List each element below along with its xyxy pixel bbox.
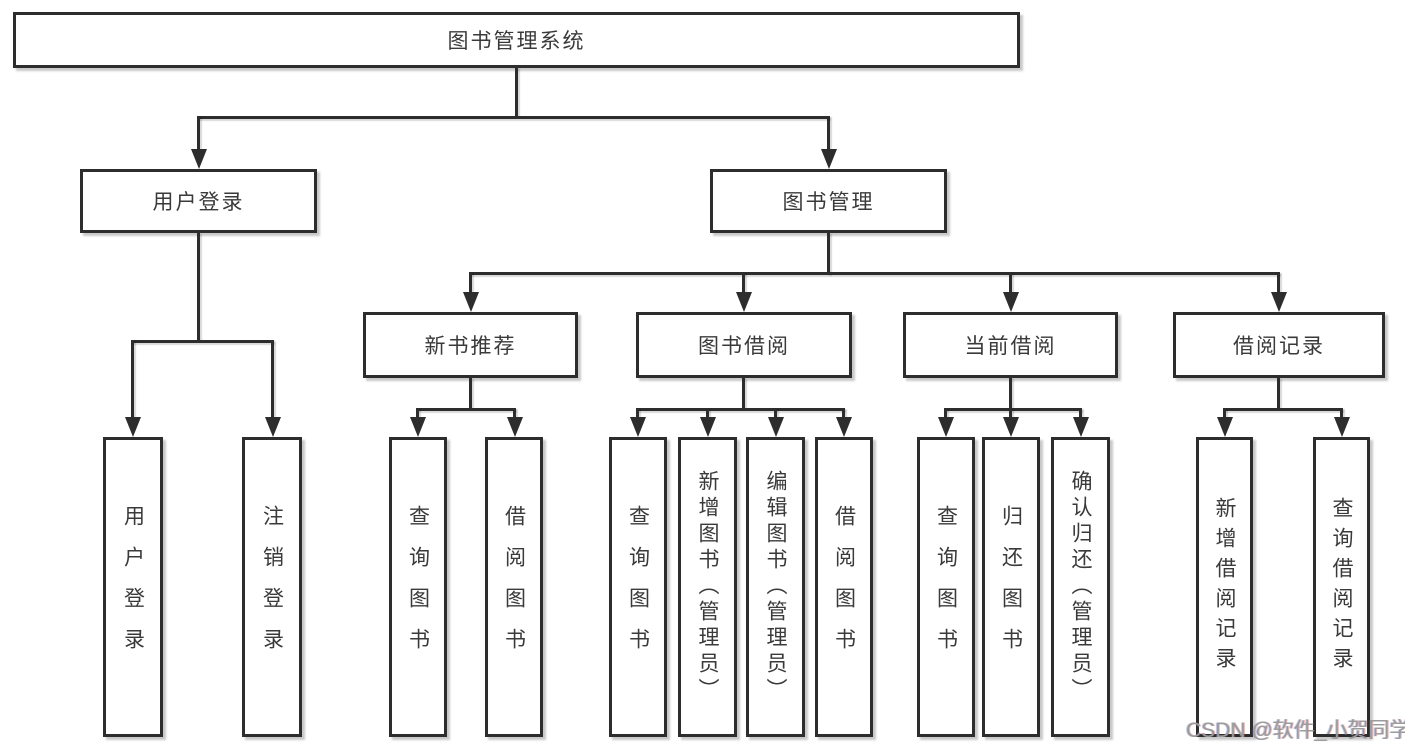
- arrowhead-l3b-leaf-2: [700, 417, 716, 437]
- connector-bookmgmt-stem-3: [1009, 272, 1012, 294]
- arrowhead-l3b-leaf-3: [768, 417, 784, 437]
- connector-l3b-stem-4: [842, 408, 845, 418]
- leaf-logout-label: 注销登录: [260, 505, 284, 669]
- node-current-borrowing: 当前借阅: [903, 312, 1118, 378]
- leaf-query-borrow-record-label: 查询借阅记录: [1330, 497, 1353, 677]
- node-borrowing-records-label: 借阅记录: [1233, 335, 1325, 358]
- connector-l3c-hline: [944, 408, 1082, 411]
- leaf-edit-books-admin: 编辑图书（管理员）: [746, 437, 805, 737]
- leaf-add-books-admin: 新增图书（管理员）: [678, 437, 737, 737]
- connector-l3d-vline: [1277, 378, 1280, 408]
- arrowhead-l3c-leaf-2: [1003, 417, 1019, 437]
- connector-bookmgmt-hline: [469, 272, 1280, 275]
- node-root-label: 图书管理系统: [447, 30, 586, 53]
- leaf-return-books: 归还图书: [982, 437, 1040, 737]
- leaf-borrow-books-recommend-label: 借阅图书: [502, 505, 526, 669]
- connector-l3a-hline: [416, 408, 516, 411]
- leaf-query-books-recommend-label: 查询图书: [406, 505, 430, 669]
- arrowhead-book-management: [821, 149, 837, 169]
- node-borrowing-records: 借阅记录: [1173, 312, 1385, 378]
- leaf-add-borrow-record: 新增借阅记录: [1196, 437, 1253, 737]
- connector-bookmgmt-stem-2: [742, 272, 745, 294]
- connector-l3d-stem-1: [1223, 408, 1226, 418]
- leaf-return-books-label: 归还图书: [999, 505, 1023, 669]
- arrowhead-l3a-leaf-2: [507, 417, 523, 437]
- arrowhead-leaf-user-login: [125, 417, 141, 437]
- connector-userlogin-stem-2: [271, 340, 274, 418]
- connector-l3a-vline: [469, 378, 472, 408]
- arrowhead-l3b-leaf-1: [630, 417, 646, 437]
- node-book-management-label: 图书管理: [782, 191, 875, 214]
- node-new-book-recommend: 新书推荐: [363, 312, 578, 378]
- connector-root-vline: [515, 68, 518, 116]
- connector-bookmgmt-stem-1: [469, 272, 472, 294]
- leaf-borrow-books-label: 借阅图书: [832, 505, 856, 669]
- connector-root-stem-right: [827, 116, 830, 151]
- node-root: 图书管理系统: [13, 12, 1020, 68]
- connector-root-hline: [197, 116, 830, 119]
- connector-l3c-stem-1: [944, 408, 947, 418]
- leaf-query-books-borrowing-label: 查询图书: [626, 505, 650, 669]
- leaf-add-borrow-record-label: 新增借阅记录: [1213, 497, 1236, 677]
- connector-bookmgmt-stem-4: [1277, 272, 1280, 294]
- leaf-query-books-current-label: 查询图书: [934, 505, 958, 669]
- leaf-logout: 注销登录: [242, 437, 302, 737]
- connector-userlogin-hline: [131, 340, 274, 343]
- leaf-query-borrow-record: 查询借阅记录: [1313, 437, 1370, 737]
- connector-l3b-hline: [636, 408, 845, 411]
- connector-l3c-vline: [1009, 378, 1012, 408]
- arrowhead-leaf-logout: [265, 417, 281, 437]
- connector-l3a-stem-2: [513, 408, 516, 418]
- node-user-login-label: 用户登录: [152, 191, 245, 214]
- connector-l3d-hline: [1223, 408, 1343, 411]
- leaf-query-books-borrowing: 查询图书: [609, 437, 667, 737]
- csdn-watermark: CSDN @软件_小贺同学: [1186, 719, 1405, 742]
- leaf-confirm-return-admin-label: 确认归还（管理员）: [1069, 470, 1092, 704]
- node-book-borrowing: 图书借阅: [636, 312, 852, 378]
- arrowhead-l3c-leaf-1: [938, 417, 954, 437]
- arrowhead-current-borrow: [1003, 292, 1019, 312]
- leaf-user-login: 用户登录: [103, 437, 163, 737]
- leaf-borrow-books: 借阅图书: [815, 437, 873, 737]
- arrowhead-borrow-record: [1271, 292, 1287, 312]
- arrowhead-l3d-leaf-1: [1217, 417, 1233, 437]
- leaf-confirm-return-admin: 确认归还（管理员）: [1051, 437, 1110, 737]
- connector-userlogin-stem-1: [131, 340, 134, 418]
- node-new-book-recommend-label: 新书推荐: [424, 335, 517, 358]
- leaf-query-books-recommend: 查询图书: [389, 437, 447, 737]
- node-book-management: 图书管理: [710, 169, 947, 233]
- connector-userlogin-vline: [197, 233, 200, 340]
- arrowhead-l3a-leaf-1: [410, 417, 426, 437]
- node-user-login: 用户登录: [80, 169, 317, 233]
- connector-l3c-stem-3: [1079, 408, 1082, 418]
- arrowhead-l3c-leaf-3: [1073, 417, 1089, 437]
- leaf-user-login-label: 用户登录: [121, 505, 145, 669]
- arrowhead-book-borrow: [736, 292, 752, 312]
- connector-l3c-stem-2: [1009, 408, 1012, 418]
- arrowhead-l3d-leaf-2: [1334, 417, 1350, 437]
- arrowhead-user-login: [191, 149, 207, 169]
- node-book-borrowing-label: 图书借阅: [698, 335, 790, 358]
- connector-l3b-stem-3: [774, 408, 777, 418]
- connector-l3b-stem-2: [706, 408, 709, 418]
- node-current-borrowing-label: 当前借阅: [964, 335, 1057, 358]
- leaf-query-books-current: 查询图书: [917, 437, 975, 737]
- leaf-add-books-admin-label: 新增图书（管理员）: [696, 470, 719, 704]
- connector-bookmgmt-vline: [827, 233, 830, 275]
- leaf-borrow-books-recommend: 借阅图书: [485, 437, 543, 737]
- connector-l3a-stem-1: [416, 408, 419, 418]
- connector-l3b-stem-1: [636, 408, 639, 418]
- connector-root-stem-left: [197, 116, 200, 151]
- arrowhead-l3b-leaf-4: [836, 417, 852, 437]
- connector-l3d-stem-2: [1340, 408, 1343, 418]
- arrowhead-new-book: [463, 292, 479, 312]
- leaf-edit-books-admin-label: 编辑图书（管理员）: [764, 470, 787, 704]
- connector-l3b-vline: [742, 378, 745, 408]
